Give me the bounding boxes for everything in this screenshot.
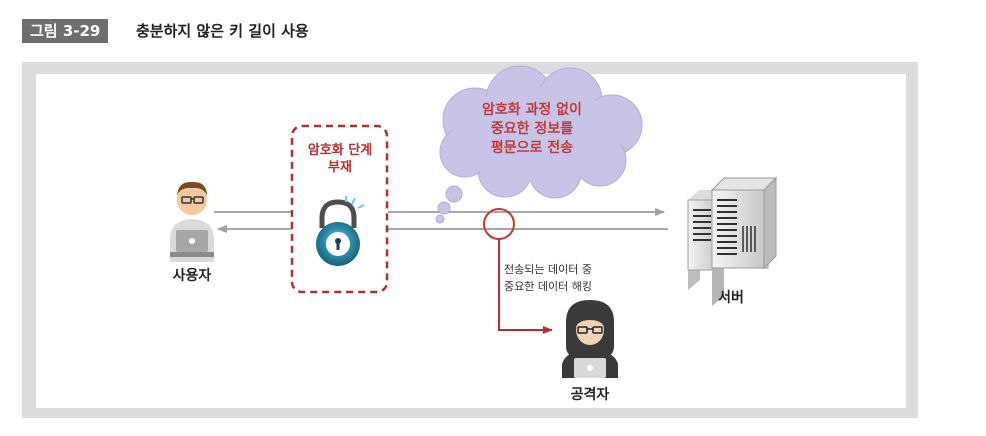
padlock-icon [316,196,365,266]
figure-title: 충분하지 않은 키 길이 사용 [136,22,309,40]
server-label: 서버 [718,290,744,306]
user-laptop-icon [170,181,214,262]
cloud-message-line: 중요한 정보를 [490,121,574,137]
interception-arrow [498,239,553,334]
cloud-message-line: 평문으로 전송 [490,140,574,156]
user-label: 사용자 [172,268,212,284]
hacking-description: 전송되는 데이터 중 중요한 데이터 해킹 [504,261,634,295]
no-encryption-box [290,124,389,294]
no-encryption-label: 암호화 단계 부재 [292,142,388,176]
thought-cloud-icon [435,65,643,224]
no-encryption-line: 부재 [328,160,352,175]
no-encryption-line: 암호화 단계 [307,143,373,158]
attacker-label: 공격자 [570,387,610,403]
hacking-description-line: 전송되는 데이터 중 [504,263,592,276]
hacker-icon [562,300,618,378]
figure-number-badge: 그림 3-29 [22,19,109,43]
cloud-message: 암호화 과정 없이 중요한 정보를 평문으로 전송 [452,101,612,158]
interception-point-marker [483,208,515,240]
cloud-message-line: 암호화 과정 없이 [482,102,582,118]
server-icon [687,176,778,306]
hacking-description-line: 중요한 데이터 해킹 [504,280,592,293]
